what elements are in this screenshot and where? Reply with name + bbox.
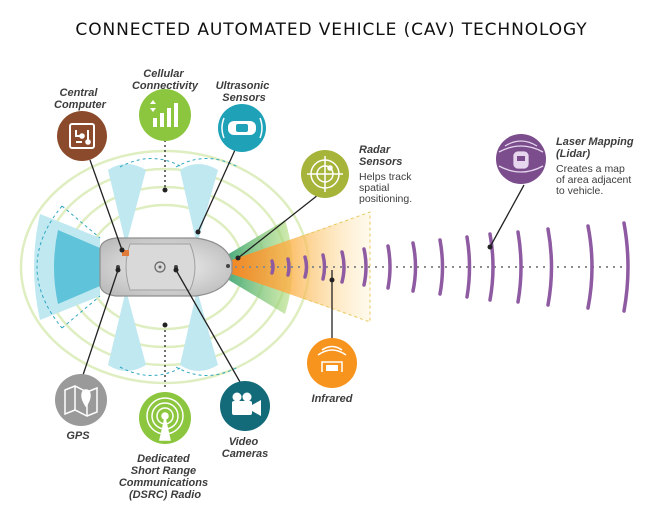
radar-description-line: spatial [359,182,389,194]
video-label-line: Video [229,436,259,448]
sensor-dashed-outlines [36,158,239,376]
car-top-view-icon [221,117,263,139]
dsrc-label-line: Dedicated [137,453,190,465]
radar-label-line: Sensors [359,156,402,168]
ultrasonic-label-line: Sensors [222,92,265,104]
cellular-label-line: Cellular [143,68,184,80]
beam-dashed-outline [299,211,371,323]
radar-label: Radar Sensors [359,144,402,168]
ultrasonic-label: Ultrasonic Sensors [216,80,273,104]
dsrc-label: Dedicated Short Range Communications (DS… [119,453,211,501]
lidar-car-icon [498,140,544,173]
dsrc-label-line: (DSRC) Radio [129,489,201,501]
circuit-board-icon [69,123,95,149]
lidar-description: Creates a map of area adjacent to vehicl… [556,163,634,197]
lidar-description-line: Creates a map [556,163,625,175]
radar-badge [301,150,349,198]
video-label-line: Cameras [222,448,268,460]
lidar-description-line: to vehicle. [556,185,603,197]
lidar-badge [496,134,546,184]
dsrc-badge [139,392,191,444]
central-computer-label-line: Computer [54,99,107,111]
cellular-badge [139,89,191,141]
infrared-badge [307,338,357,388]
page-title: CONNECTED AUTOMATED VEHICLE (CAV) TECHNO… [75,20,588,40]
antenna-icon [146,397,184,441]
lidar-pulses [270,221,630,313]
ultrasonic-coverage [34,164,218,371]
cellular-label: Cellular Connectivity [132,68,199,92]
lidar-label: Laser Mapping (Lidar) [556,136,637,160]
gps-label: GPS [66,430,90,442]
radar-crosshair-icon [307,156,343,192]
leader-dots [115,187,493,328]
radar-label-line: Radar [359,144,391,156]
map-pin-icon [64,385,98,417]
radar-description: Helps track spatial positioning. [359,171,414,205]
dsrc-label-line: Communications [119,477,208,489]
ultrasonic-label-line: Ultrasonic [216,80,270,92]
video-label: Video Cameras [222,436,268,460]
radar-description-line: positioning. [359,193,412,205]
central-computer-badge [57,111,107,161]
lidar-description-line: of area adjacent [556,174,631,186]
dsrc-label-line: Short Range [131,465,196,477]
leader-lines [81,140,525,390]
ultrasonic-badge [218,104,266,152]
car [99,237,233,297]
infrared-label: Infrared [312,393,353,405]
video-badge [220,381,270,431]
signal-bars-icon [150,100,178,127]
cellular-label-line: Connectivity [132,80,199,92]
central-computer-label-line: Central [60,87,99,99]
video-camera-icon [232,392,261,416]
radar-description-line: Helps track [359,171,412,183]
infrared-car-icon [317,345,347,372]
lidar-label-line: (Lidar) [556,148,591,160]
gps-badge [55,374,107,426]
lidar-label-line: Laser Mapping [556,136,634,148]
central-computer-label: Central Computer [54,87,107,111]
